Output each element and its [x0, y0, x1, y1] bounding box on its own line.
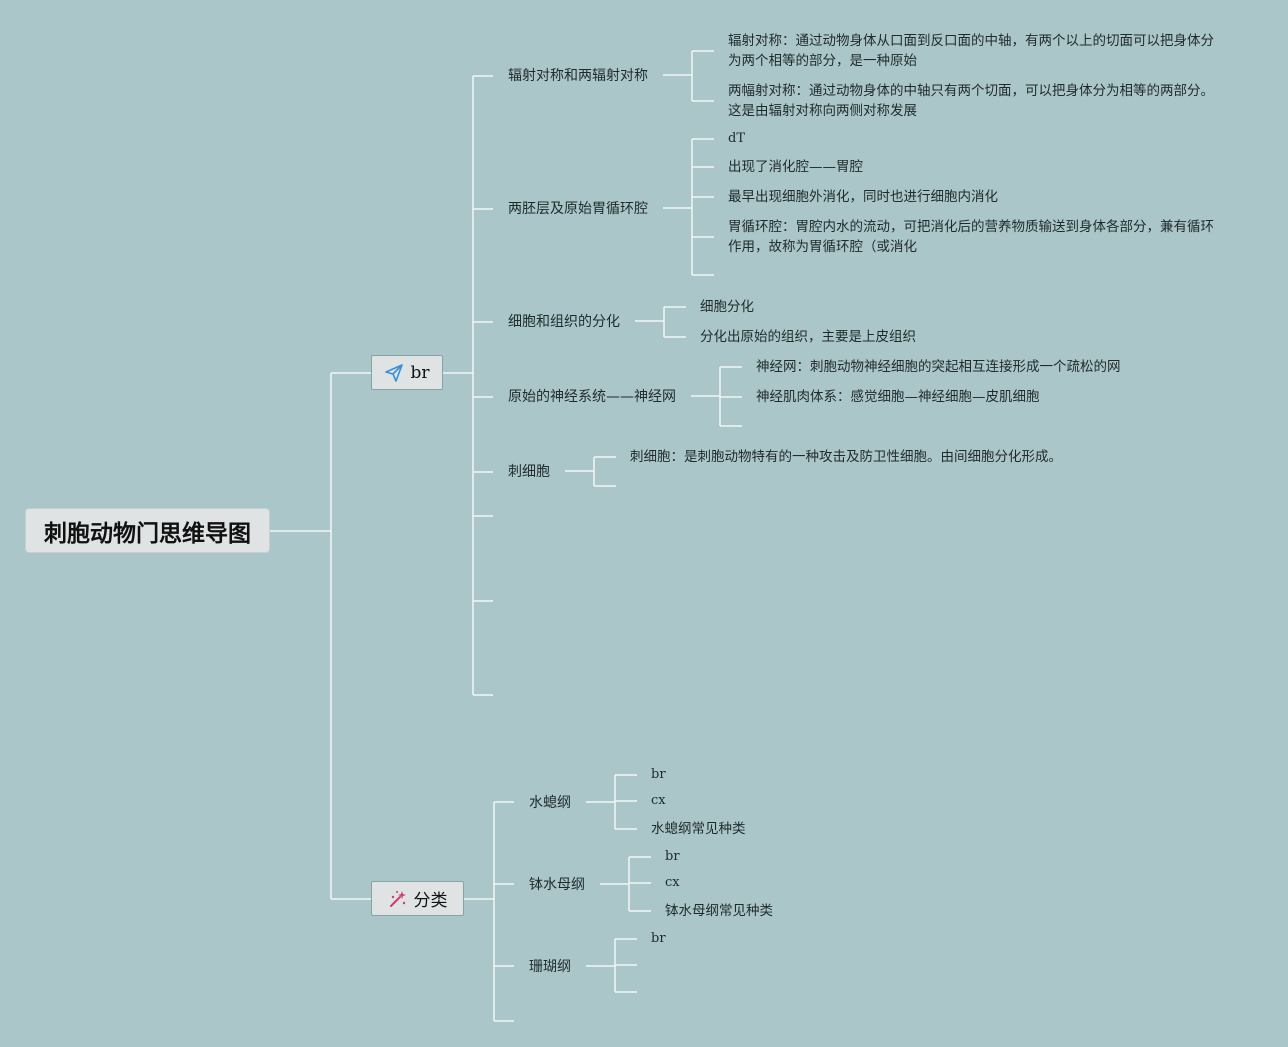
- leaf-neuromuscular-system[interactable]: 神经肌肉体系：感觉细胞—神经细胞—皮肌细胞: [756, 389, 1040, 405]
- leaf-scyphozoa-cx[interactable]: cx: [665, 875, 680, 890]
- leaf-biradial-symmetry[interactable]: 两幅射对称：通过动物身体的中轴只有两个切面，可以把身体分为相等的两部分。这是由辐…: [728, 83, 1214, 119]
- subtopic-germ-layers[interactable]: 两胚层及原始胃循环腔: [508, 201, 648, 217]
- leaf-anthozoa-br[interactable]: br: [651, 931, 666, 946]
- leaf-hydrozoa-species[interactable]: 水螅纲常见种类: [651, 821, 746, 837]
- subtopic-scyphozoa[interactable]: 钵水母纲: [529, 877, 585, 893]
- leaf-nerve-net[interactable]: 神经网：刺胞动物神经细胞的突起相互连接形成一个疏松的网: [756, 359, 1121, 375]
- topic-classification[interactable]: 分类: [371, 881, 464, 916]
- leaf-cnidocyte-definition[interactable]: 刺细胞：是刺胞动物特有的一种攻击及防卫性细胞。由间细胞分化形成。: [630, 449, 1062, 465]
- leaf-scyphozoa-br[interactable]: br: [665, 849, 680, 864]
- subtopic-hydrozoa[interactable]: 水螅纲: [529, 795, 571, 811]
- leaf-dt[interactable]: dT: [728, 131, 745, 146]
- subtopic-differentiation[interactable]: 细胞和组织的分化: [508, 314, 620, 330]
- leaf-hydrozoa-cx[interactable]: cx: [651, 793, 666, 808]
- root-title: 刺胞动物门思维导图: [44, 520, 251, 547]
- subtopic-cnidocyte[interactable]: 刺细胞: [508, 464, 550, 480]
- leaf-gastrovascular-cavity[interactable]: 胃循环腔：胃腔内水的流动，可把消化后的营养物质输送到身体各部分，兼有循环作用，故…: [728, 219, 1214, 255]
- magic-wand-icon: [389, 890, 406, 907]
- topic-classification-label: 分类: [413, 891, 448, 911]
- topic-br-label: br: [410, 362, 430, 383]
- leaf-cell-differentiation[interactable]: 细胞分化: [700, 299, 754, 315]
- topic-br[interactable]: br: [371, 355, 443, 390]
- subtopic-anthozoa[interactable]: 珊瑚纲: [529, 959, 571, 975]
- leaf-extracellular-digestion[interactable]: 最早出现细胞外消化，同时也进行细胞内消化: [728, 189, 998, 205]
- leaf-digestive-cavity[interactable]: 出现了消化腔——胃腔: [728, 159, 863, 175]
- leaf-radial-symmetry[interactable]: 辐射对称：通过动物身体从口面到反口面的中轴，有两个以上的切面可以把身体分为两个相…: [728, 33, 1214, 69]
- subtopic-nerve-net[interactable]: 原始的神经系统——神经网: [508, 389, 676, 405]
- leaf-hydrozoa-br[interactable]: br: [651, 767, 666, 782]
- leaf-primitive-tissue[interactable]: 分化出原始的组织，主要是上皮组织: [700, 329, 916, 345]
- leaf-scyphozoa-species[interactable]: 钵水母纲常见种类: [665, 903, 773, 919]
- subtopic-symmetry[interactable]: 辐射对称和两辐射对称: [508, 68, 648, 84]
- root-node[interactable]: 刺胞动物门思维导图: [25, 508, 270, 553]
- paper-plane-icon: [385, 363, 404, 382]
